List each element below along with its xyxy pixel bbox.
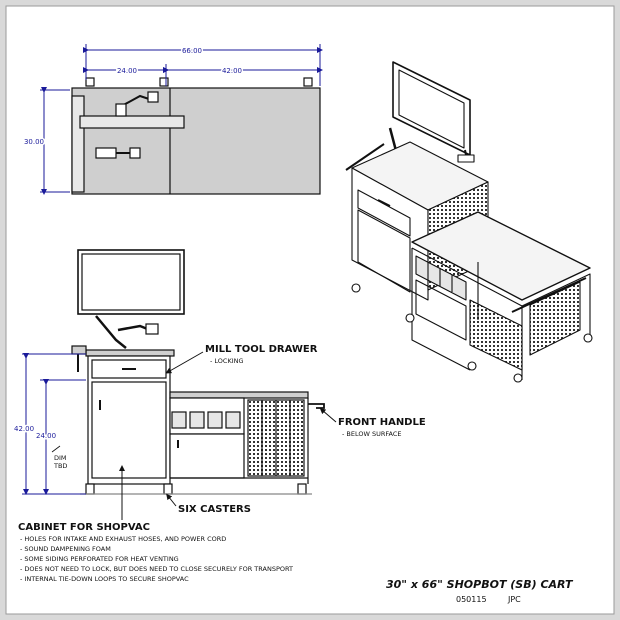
plan-left-width: 24.00 bbox=[117, 67, 137, 75]
callout-drawer-sub: - LOCKING bbox=[210, 357, 244, 365]
cabinet-note: - SOME SIDING PERFORATED FOR HEAT VENTIN… bbox=[20, 555, 179, 563]
drawing-title: 30" x 66" SHOPBOT (SB) CART bbox=[386, 578, 574, 591]
cabinet-note: - INTERNAL TIE-DOWN LOOPS TO SECURE SHOP… bbox=[20, 575, 189, 583]
front-elevation bbox=[71, 249, 325, 495]
plan-view bbox=[71, 77, 321, 195]
callout-drawer-title: MILL TOOL DRAWER bbox=[205, 344, 318, 355]
elevation-dimensions bbox=[22, 353, 86, 495]
drawing-initials: JPC bbox=[507, 595, 521, 604]
elev-cabinet-height: 24.00 bbox=[36, 432, 56, 440]
callout-handle-sub: - BELOW SURFACE bbox=[342, 430, 402, 438]
callout-casters: SIX CASTERS bbox=[178, 504, 251, 515]
title-block: 30" x 66" SHOPBOT (SB) CART 050115 JPC bbox=[386, 578, 574, 604]
drawing-code: 050115 bbox=[456, 595, 487, 604]
dim-note-line2: TBD bbox=[53, 462, 67, 470]
cabinet-note: - DOES NOT NEED TO LOCK, BUT DOES NEED T… bbox=[20, 565, 293, 573]
dim-note-line1: DIM bbox=[54, 454, 67, 462]
elev-overall-height: 42.00 bbox=[14, 425, 34, 433]
plan-dimensions bbox=[40, 44, 323, 195]
plan-overall-width: 66.00 bbox=[182, 47, 202, 55]
plan-right-width: 42.00 bbox=[222, 67, 242, 75]
plan-depth: 30.00 bbox=[24, 138, 44, 146]
callout-handle-title: FRONT HANDLE bbox=[338, 417, 426, 428]
isometric-view bbox=[345, 61, 593, 383]
callout-cabinet-title: CABINET FOR SHOPVAC bbox=[18, 522, 150, 533]
cabinet-notes: - HOLES FOR INTAKE AND EXHAUST HOSES, AN… bbox=[20, 535, 293, 583]
cabinet-note: - HOLES FOR INTAKE AND EXHAUST HOSES, AN… bbox=[20, 535, 226, 543]
leader-lines bbox=[119, 351, 337, 520]
cabinet-note: - SOUND DAMPENING FOAM bbox=[20, 545, 111, 553]
